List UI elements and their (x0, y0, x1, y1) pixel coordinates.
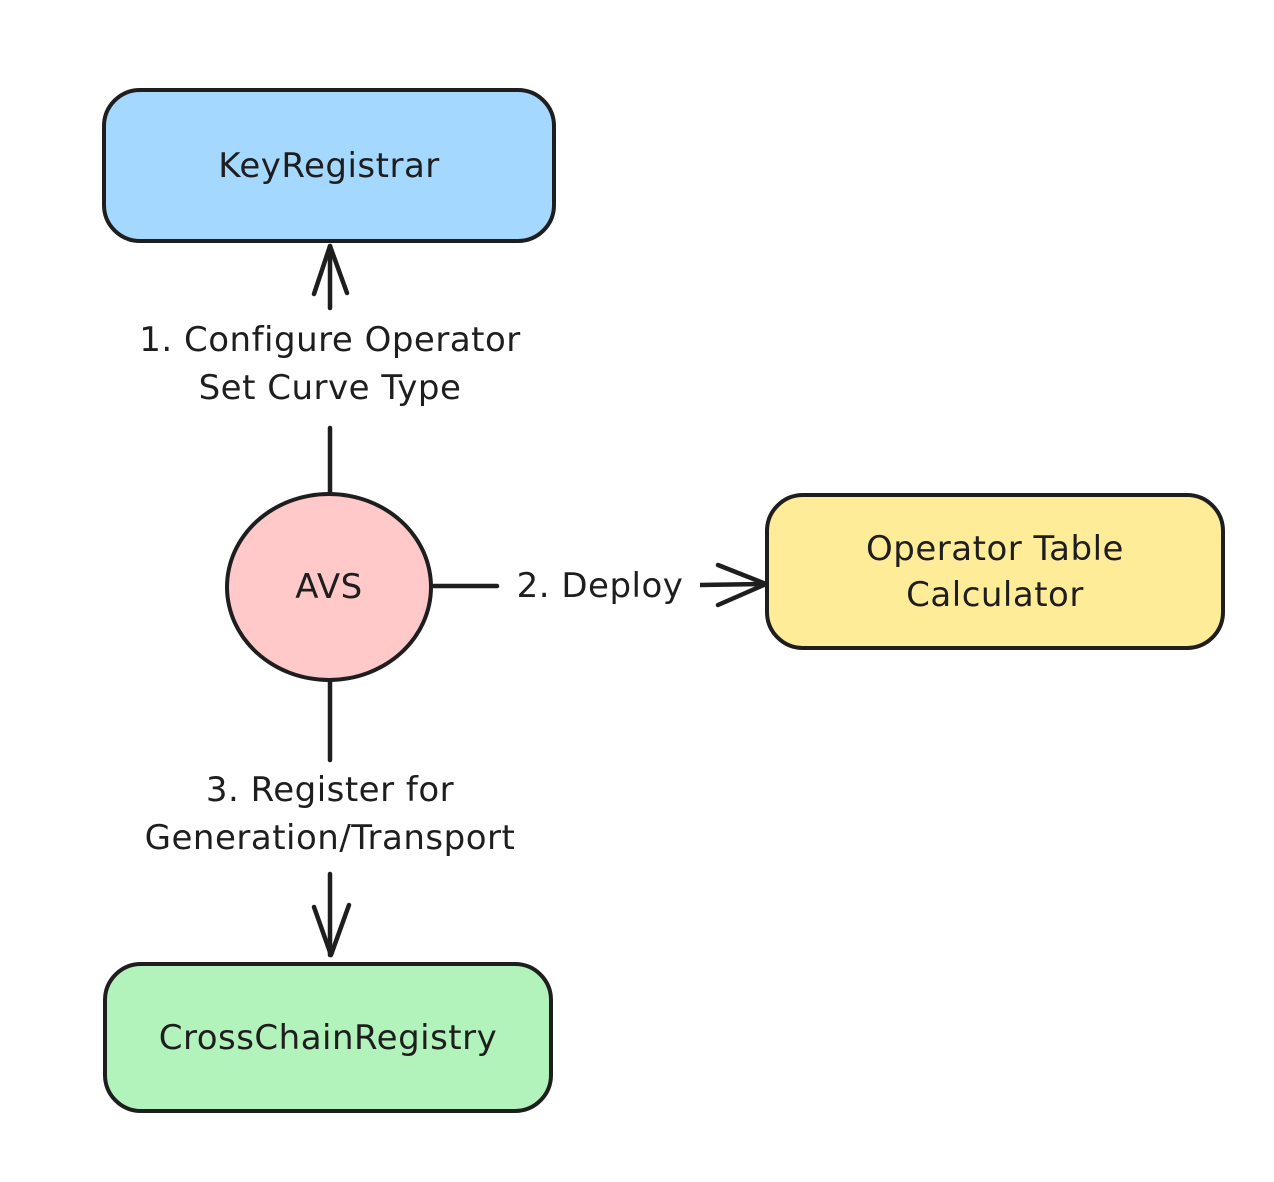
node-operator-table-calculator: Operator Table Calculator (765, 493, 1225, 650)
edge-label-register-line2: Generation/Transport (144, 818, 516, 858)
edge-register-arrow (311, 678, 352, 958)
edge-label-configure-line2: Set Curve Type (198, 368, 462, 408)
node-operator-table-calculator-label-line1: Operator Table (866, 528, 1124, 569)
node-cross-chain-registry: CrossChainRegistry (103, 962, 553, 1113)
arrowhead-up-icon (311, 243, 350, 297)
node-key-registrar: KeyRegistrar (102, 88, 556, 243)
node-operator-table-calculator-label-line2: Calculator (906, 574, 1084, 615)
edge-label-register: 3. Register for Generation/Transport (98, 766, 562, 862)
node-cross-chain-registry-label: CrossChainRegistry (158, 1017, 498, 1058)
node-avs: AVS (225, 492, 433, 682)
edge-label-deploy: 2. Deploy (500, 562, 700, 610)
edge-label-configure-line1: 1. Configure Operator (139, 320, 521, 360)
arrowhead-down-icon (311, 902, 352, 958)
edge-configure-arrow (311, 243, 350, 495)
edge-label-register-line1: 3. Register for (205, 770, 455, 810)
edge-label-deploy-line1: 2. Deploy (516, 566, 684, 606)
node-avs-label: AVS (295, 567, 363, 607)
node-key-registrar-label: KeyRegistrar (218, 145, 440, 186)
edge-label-configure: 1. Configure Operator Set Curve Type (98, 316, 562, 412)
